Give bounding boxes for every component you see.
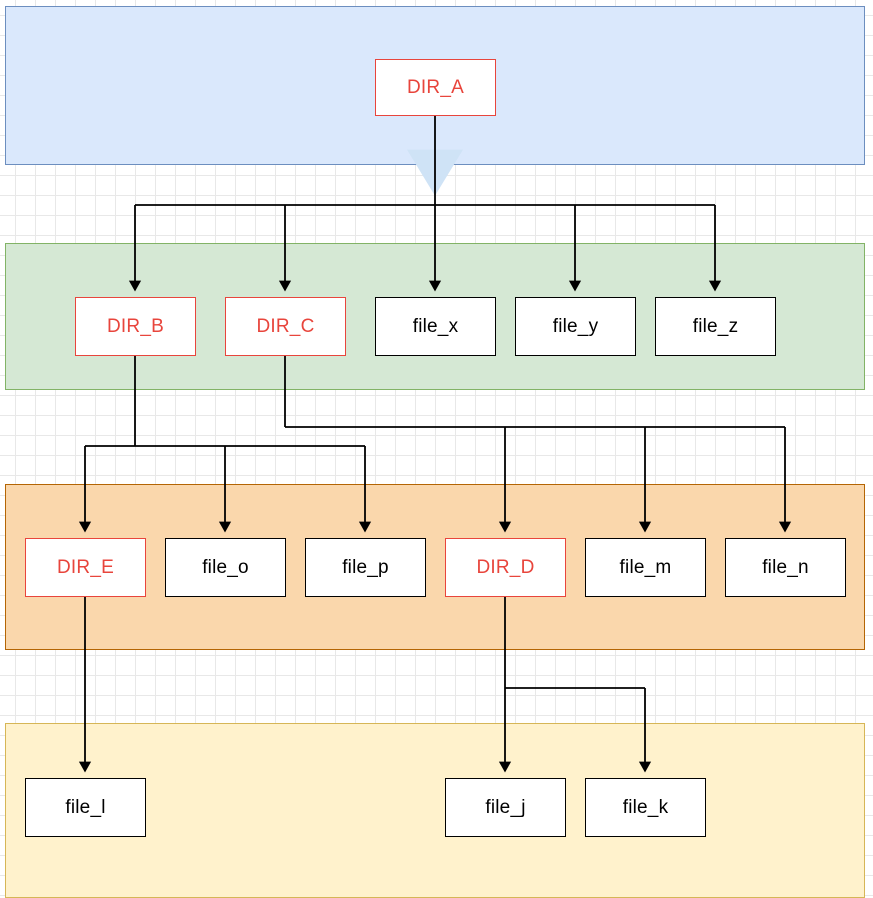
node-file-z[interactable]: file_z (655, 297, 776, 356)
node-dir-d[interactable]: DIR_D (445, 538, 566, 597)
edge-group-dir-a (128, 116, 722, 292)
node-dir-b[interactable]: DIR_B (75, 297, 196, 356)
node-file-p[interactable]: file_p (305, 538, 426, 597)
edge-group-dir-b (78, 356, 372, 533)
node-dir-a[interactable]: DIR_A (375, 59, 496, 116)
node-file-m[interactable]: file_m (585, 538, 706, 597)
edge-group-dir-c (284, 356, 792, 533)
node-file-l[interactable]: file_l (25, 778, 146, 837)
node-dir-c[interactable]: DIR_C (225, 297, 346, 356)
edge-group-dir-d (498, 597, 652, 773)
lane-level-3 (5, 723, 865, 898)
node-file-y[interactable]: file_y (515, 297, 636, 356)
node-dir-e[interactable]: DIR_E (25, 538, 146, 597)
node-file-o[interactable]: file_o (165, 538, 286, 597)
node-file-x[interactable]: file_x (375, 297, 496, 356)
node-file-j[interactable]: file_j (445, 778, 566, 837)
node-file-n[interactable]: file_n (725, 538, 846, 597)
lane-level-2 (5, 484, 865, 650)
node-file-k[interactable]: file_k (585, 778, 706, 837)
